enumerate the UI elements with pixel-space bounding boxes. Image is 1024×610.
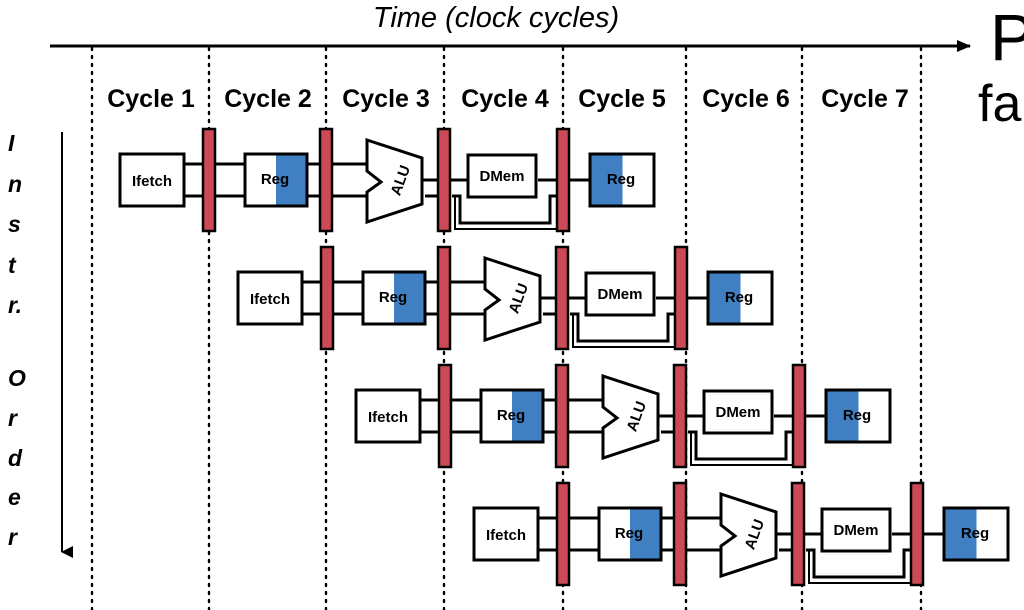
ifetch-stage-box [354,388,422,444]
bypass-path [572,314,674,348]
cycle-label: Cycle 7 [821,85,909,113]
bypass-path [688,430,793,461]
side-label-char: r [8,524,18,550]
cycle-label: Cycle 5 [578,85,666,113]
pipeline-register [436,127,452,233]
side-label-char: O [8,365,26,391]
pipeline-register [790,481,806,587]
pipeline-register [672,363,688,469]
bypass-path [690,432,792,466]
side-label-char: s [8,211,21,237]
pipeline-register [909,481,925,587]
pipeline-register [319,245,335,351]
pipeline-register [318,127,334,233]
cycle-label: Cycle 4 [461,85,549,113]
bypass-path [806,548,911,579]
alu-stage-shape [365,137,424,225]
data-memory-box [466,153,538,199]
pipeline-register [673,245,689,351]
register-read-highlight [630,509,660,559]
pipeline-register [554,363,570,469]
time-axis-title: Time (clock cycles) [373,2,619,34]
cycle-label: Cycle 1 [107,85,195,113]
side-label-char: n [8,171,22,197]
data-memory-label: DMem [479,168,524,185]
register-read-label: Reg [379,289,407,306]
bypass-path [452,194,557,225]
pipeline-register [436,245,452,351]
pipeline-register [791,363,807,469]
register-write-label: Reg [961,525,989,542]
register-read-label: Reg [615,525,643,542]
register-write-highlight [709,273,741,323]
data-memory-label: DMem [833,522,878,539]
ifetch-label: Ifetch [486,527,526,544]
side-label-char: d [8,445,23,471]
side-label-char: I [8,130,15,156]
pipeline-register [554,245,570,351]
ifetch-label: Ifetch [250,291,290,308]
register-write-label: Reg [843,407,871,424]
register-read-highlight [512,391,542,441]
bypass-path [570,312,675,343]
pipeline-register [201,127,217,233]
cycle-label: Cycle 6 [702,85,790,113]
side-label-char: t [8,252,17,278]
pipeline-register [555,481,571,587]
data-memory-box [820,507,892,553]
register-write-highlight [591,155,623,205]
alu-stage-shape [719,491,778,579]
side-label-char: r [8,405,18,431]
ifetch-stage-box [118,152,186,208]
data-memory-box [702,389,774,435]
register-read-highlight [394,273,424,323]
data-memory-label: DMem [715,404,760,421]
corner-text-line-2: fa [978,75,1021,133]
register-write-label: Reg [725,289,753,306]
ifetch-stage-box [472,506,540,562]
alu-stage-shape [601,373,660,461]
cycle-label: Cycle 3 [342,85,430,113]
cycle-label-group: Cycle 1 Cycle 2 Cycle 3 Cycle 4 Cycle 5 … [107,85,909,113]
ifetch-label: Ifetch [368,409,408,426]
cycle-label: Cycle 2 [224,85,312,113]
register-write-highlight [827,391,859,441]
corner-text-line-1: P [990,0,1024,74]
alu-stage-shape [483,255,542,343]
register-write-highlight [945,509,977,559]
bypass-path [454,196,556,230]
pipeline-register [555,127,571,233]
data-memory-label: DMem [597,286,642,303]
register-write-label: Reg [607,171,635,188]
side-label-char: e [8,484,21,510]
bypass-path [808,550,910,584]
pipeline-register [672,481,688,587]
register-read-label: Reg [261,171,289,188]
ifetch-label: Ifetch [132,173,172,190]
data-memory-box [584,271,656,317]
side-label-char: r. [8,292,22,318]
register-read-label: Reg [497,407,525,424]
instruction-order-label: I n s t r. O r d e r [8,130,26,550]
pipeline-register [437,363,453,469]
ifetch-stage-box [236,270,304,326]
register-read-highlight [276,155,306,205]
